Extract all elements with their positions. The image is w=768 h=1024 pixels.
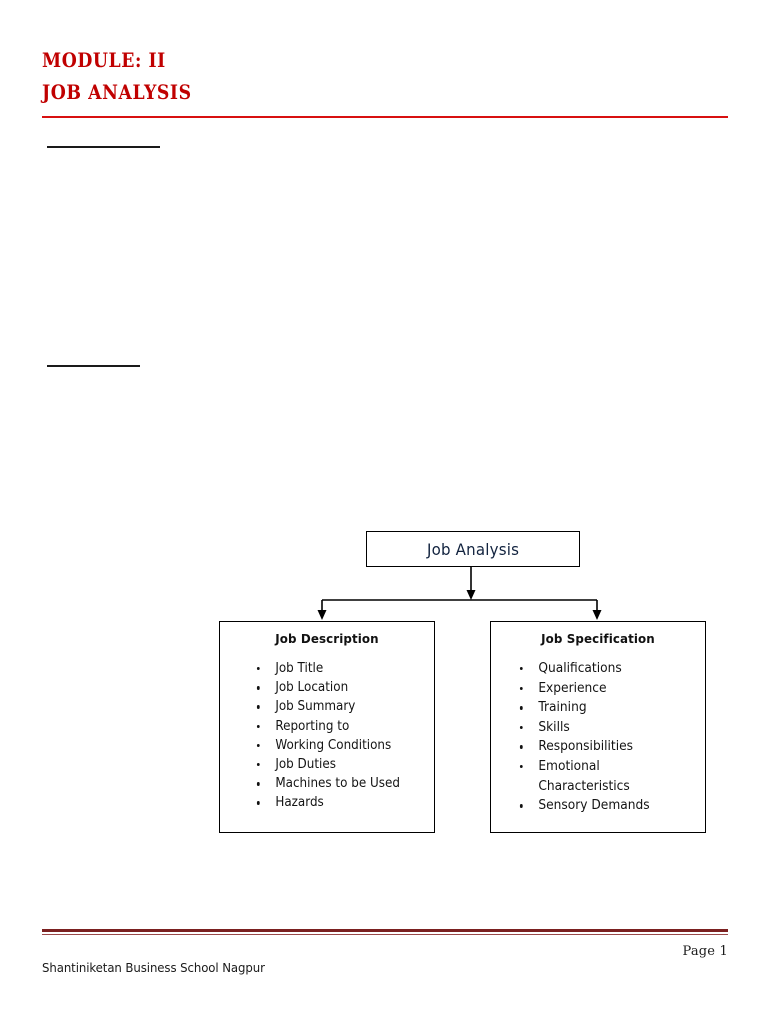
footer-rule-thick bbox=[42, 929, 728, 932]
footer-organization: Shantiniketan Business School Nagpur bbox=[42, 960, 265, 975]
list-item: Working Conditions bbox=[256, 736, 414, 755]
list-item: Training bbox=[519, 698, 685, 718]
list-item: Hazards bbox=[256, 793, 414, 812]
list-item: Job Title bbox=[256, 659, 414, 678]
list-item: Job Duties bbox=[256, 755, 414, 774]
node-title-job-description: Job Description bbox=[275, 631, 379, 646]
list-item: Responsibilities bbox=[519, 737, 685, 757]
list-item: Sensory Demands bbox=[519, 796, 685, 816]
document-header: Module: II Job Analysis bbox=[42, 44, 728, 109]
arrowhead-right-branch bbox=[592, 610, 602, 620]
diagram-node-job-specification: Job Specification Qualifications Experie… bbox=[490, 621, 706, 833]
section-underline-first bbox=[47, 146, 160, 148]
diagram-root-label: Job Analysis bbox=[426, 539, 520, 559]
header-horizontal-rule bbox=[42, 116, 728, 118]
job-specification-list: Qualifications Experience Training Skill… bbox=[491, 659, 705, 816]
list-item: Emotional Characteristics bbox=[519, 757, 685, 796]
list-item: Job Location bbox=[256, 678, 414, 697]
node-title-job-specification: Job Specification bbox=[541, 631, 655, 646]
list-item: Experience bbox=[519, 679, 685, 699]
page-number: Page 1 bbox=[682, 944, 728, 959]
arrowhead-left-branch bbox=[317, 610, 327, 620]
list-item: Qualifications bbox=[519, 659, 685, 679]
diagram-node-job-description: Job Description Job Title Job Location J… bbox=[219, 621, 435, 833]
list-item: Reporting to bbox=[256, 717, 414, 736]
list-item: Machines to be Used bbox=[256, 774, 414, 793]
diagram-root-node: Job Analysis bbox=[366, 531, 580, 567]
header-topic-title: Job Analysis bbox=[42, 80, 192, 105]
arrowhead-root-stem bbox=[466, 590, 476, 600]
job-description-list: Job Title Job Location Job Summary Repor… bbox=[220, 659, 434, 813]
list-item: Skills bbox=[519, 718, 685, 738]
footer-rule-thin bbox=[42, 934, 728, 935]
section-underline-second bbox=[47, 365, 140, 367]
header-module-title: Module: II bbox=[42, 48, 166, 72]
list-item: Job Summary bbox=[256, 697, 414, 716]
